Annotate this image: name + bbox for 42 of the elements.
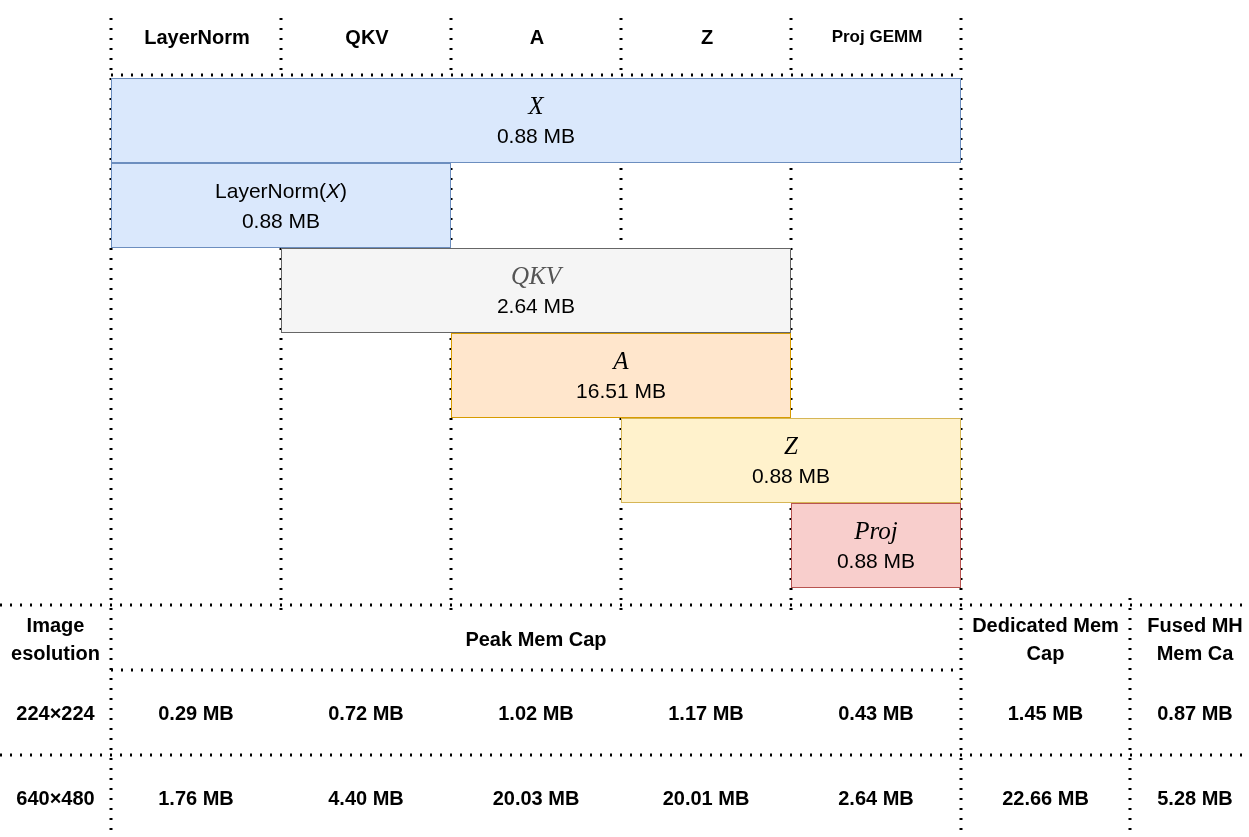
- block-name: X: [528, 90, 544, 121]
- block-name: Proj: [854, 515, 898, 546]
- memory-block: [111, 163, 451, 248]
- memory-block: [451, 333, 791, 418]
- table-cell-text: 5.28 MB: [1156, 785, 1234, 811]
- block-size: 2.64 MB: [496, 292, 576, 319]
- column-header: LayerNorm: [143, 25, 251, 50]
- block-size: 16.51 MB: [576, 377, 666, 404]
- block-name: LayerNorm(X): [215, 177, 347, 204]
- table-cell-text: 4.40 MB: [327, 785, 405, 811]
- table-cell-text: 640×480: [15, 785, 96, 811]
- block-size: 0.88 MB: [241, 207, 321, 234]
- memory-block: [791, 503, 961, 588]
- table-cell-text: 0.29 MB: [157, 700, 235, 726]
- column-header: Z: [699, 25, 715, 50]
- table-header: Fused MH Mem Ca: [1146, 613, 1244, 666]
- table-cell-text: 0.43 MB: [837, 700, 915, 726]
- column-header: A: [528, 25, 546, 50]
- table-cell-text: 224×224: [15, 700, 96, 726]
- block-size: 0.88 MB: [751, 462, 831, 489]
- table-header: Dedicated Mem Cap: [971, 613, 1120, 666]
- table-cell-text: 1.02 MB: [497, 700, 575, 726]
- block-name: A: [613, 345, 629, 376]
- block-name: Z: [784, 430, 798, 461]
- block-size: 0.88 MB: [836, 547, 916, 574]
- memory-block: [111, 78, 961, 163]
- block-size: 0.88 MB: [496, 122, 576, 149]
- table-cell-text: 20.01 MB: [661, 785, 751, 811]
- memory-block: [621, 418, 961, 503]
- table-cell-text: 2.64 MB: [837, 785, 915, 811]
- column-header: Proj GEMM: [830, 26, 924, 48]
- table-cell-text: 1.45 MB: [1006, 700, 1085, 726]
- table-cell-text: 1.76 MB: [157, 785, 235, 811]
- table-cell-text: 22.66 MB: [1001, 785, 1090, 811]
- table-header: Image esolution: [10, 613, 101, 666]
- column-header: QKV: [344, 25, 390, 50]
- table-cell-text: 20.03 MB: [491, 785, 581, 811]
- table-cell-text: 0.87 MB: [1156, 700, 1234, 726]
- table-cell-text: 1.17 MB: [667, 700, 745, 726]
- table-header: Peak Mem Cap: [464, 627, 608, 652]
- table-cell-text: 0.72 MB: [327, 700, 405, 726]
- memory-block: [281, 248, 791, 333]
